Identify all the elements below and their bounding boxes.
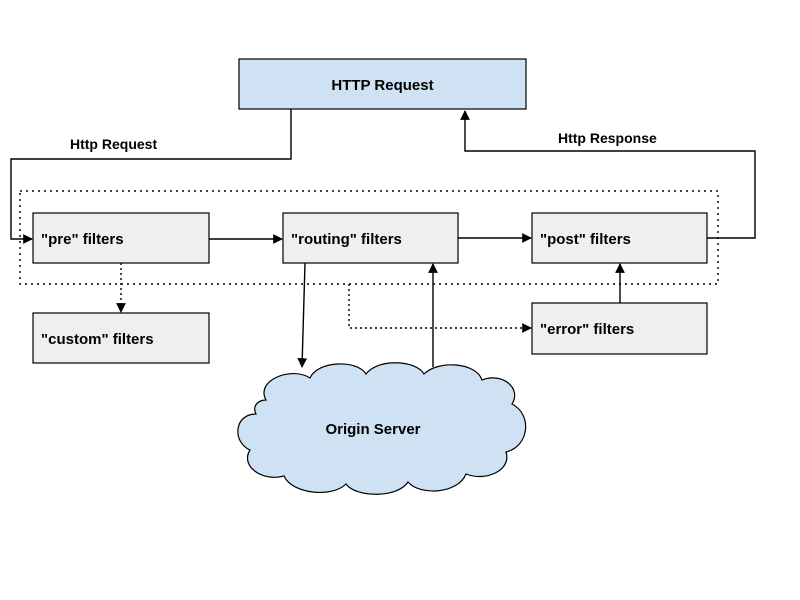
error-filters-label: "error" filters	[540, 321, 634, 338]
request-edge	[10, 109, 292, 244]
http-request-box	[238, 58, 527, 110]
post-filters-label: "post" filters	[540, 231, 631, 248]
post-filters-node: "post" filters	[531, 212, 708, 264]
pre-filters-box	[32, 212, 210, 264]
response-edge-label: Http Response	[558, 130, 657, 146]
http-request-box-label: HTTP Request	[331, 77, 433, 94]
http-request-node: HTTP Request	[238, 58, 527, 110]
routing-to-origin-edge	[297, 262, 308, 368]
routing-filters-box	[282, 212, 459, 264]
response-edge	[460, 110, 756, 239]
routing-filters-label: "routing" filters	[291, 231, 402, 248]
custom-filters-node: "custom" filters	[32, 312, 210, 364]
origin-server-node: Origin Server	[237, 362, 527, 495]
post-filters-box	[531, 212, 708, 264]
error-filters-box	[531, 302, 708, 355]
custom-filters-label: "custom" filters	[41, 331, 154, 348]
pre-filters-node: "pre" filters	[32, 212, 210, 264]
origin-server-label: Origin Server	[325, 421, 420, 438]
pre-filters-label: "pre" filters	[41, 231, 124, 248]
error-filters-node: "error" filters	[531, 302, 708, 355]
custom-filters-box	[32, 312, 210, 364]
origin-server-cloud	[237, 362, 527, 495]
request-edge-label: Http Request	[70, 136, 157, 152]
error-edge	[348, 284, 532, 333]
routing-filters-node: "routing" filters	[282, 212, 459, 264]
